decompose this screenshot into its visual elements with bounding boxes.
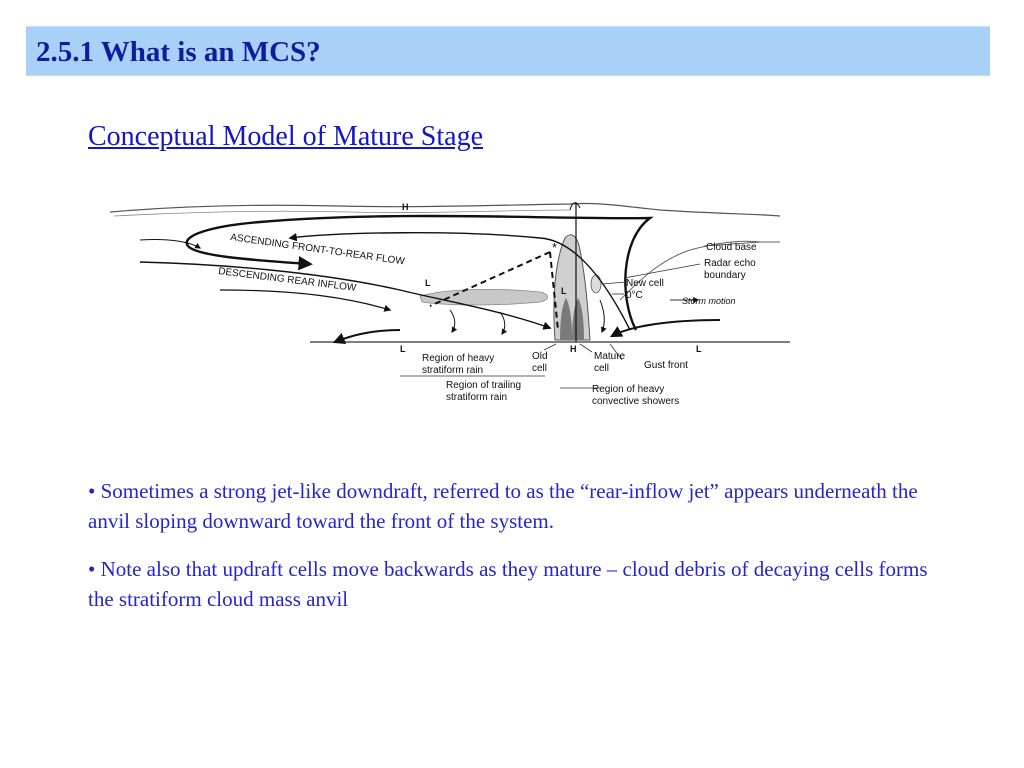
bullet-item: • Note also that updraft cells move back… <box>88 554 928 614</box>
label-l-cell: L <box>561 286 567 296</box>
label-gust-front: Gust front <box>644 360 688 371</box>
slide-title: 2.5.1 What is an MCS? <box>36 36 321 68</box>
inflow-arrow-bottom <box>139 239 202 249</box>
downdraft-arrow-2 <box>499 311 508 335</box>
label-radar-echo-1: Radar echo <box>704 258 756 269</box>
front-inflow-arrow <box>609 319 721 338</box>
new-cell-pointer <box>601 281 627 285</box>
bullet-mark: • <box>88 479 96 503</box>
bullet-text: Note also that updraft cells move backwa… <box>88 557 928 611</box>
bullet-mark: • <box>88 557 96 581</box>
anvil-top-outline <box>109 202 781 217</box>
tick-old-cell <box>543 343 557 351</box>
label-h-top: H <box>402 202 409 212</box>
label-old-cell-1: Old <box>532 351 548 362</box>
label-convective-2: convective showers <box>592 396 679 407</box>
label-trailing-2: stratiform rain <box>446 392 507 403</box>
dashed-trajectory-2 <box>549 251 559 331</box>
descending-inflow-arrow <box>139 261 552 330</box>
label-old-cell-2: cell <box>532 363 547 374</box>
anvil-top-outline-inner <box>113 209 571 217</box>
label-cloud-base: Cloud base <box>706 242 757 253</box>
label-trailing-1: Region of trailing <box>446 380 521 391</box>
label-mature-cell-2: cell <box>594 363 609 374</box>
dashed-trajectory-1 <box>429 251 551 307</box>
label-ascending-flow: ASCENDING FRONT-TO-REAR FLOW <box>230 232 406 267</box>
radar-echo-pointer <box>623 263 701 279</box>
bullet-text: Sometimes a strong jet-like downdraft, r… <box>88 479 918 533</box>
old-cell-core <box>560 298 572 340</box>
label-zero-c: 0°C <box>626 290 643 301</box>
label-convective-1: Region of heavy <box>592 384 664 395</box>
label-heavy-stratiform-2: stratiform rain <box>422 365 483 376</box>
label-new-cell: New cell <box>626 278 664 289</box>
slide-subtitle: Conceptual Model of Mature Stage <box>88 121 484 152</box>
downdraft-arrow-1 <box>449 309 458 333</box>
label-l-left: L <box>400 344 406 354</box>
label-h-surface: H <box>570 344 577 354</box>
downdraft-arrow-3 <box>599 299 607 334</box>
new-cell <box>590 274 602 294</box>
overshooting-top <box>569 202 581 211</box>
ascending-flow-arrow <box>185 214 654 331</box>
label-l-mid: L <box>425 278 431 288</box>
cloud-base-line <box>619 240 780 301</box>
tick-gust-front <box>609 343 623 361</box>
bullet-item: • Sometimes a strong jet-like downdraft,… <box>88 476 928 536</box>
bullet-list: • Sometimes a strong jet-like downdraft,… <box>88 476 928 632</box>
label-asterisk: * <box>552 240 557 255</box>
title-bar: 2.5.1 What is an MCS? <box>26 26 990 76</box>
label-heavy-stratiform-1: Region of heavy <box>422 353 494 364</box>
surface-outflow-left <box>332 329 401 345</box>
ascending-flow-arrow-2 <box>288 232 631 331</box>
label-mature-cell-1: Mature <box>594 351 626 362</box>
mcs-conceptual-diagram: H ASCENDING FRONT-TO-REAR FLOW DESCENDIN… <box>109 202 790 407</box>
tick-mature-cell <box>579 343 593 353</box>
label-radar-echo-2: boundary <box>704 270 746 281</box>
inflow-arrow-lower <box>219 289 392 312</box>
label-storm-motion: Storm motion <box>682 296 736 306</box>
mature-cell-core <box>572 298 584 340</box>
label-l-right: L <box>696 344 702 354</box>
cloud-base-pointer <box>703 241 761 247</box>
